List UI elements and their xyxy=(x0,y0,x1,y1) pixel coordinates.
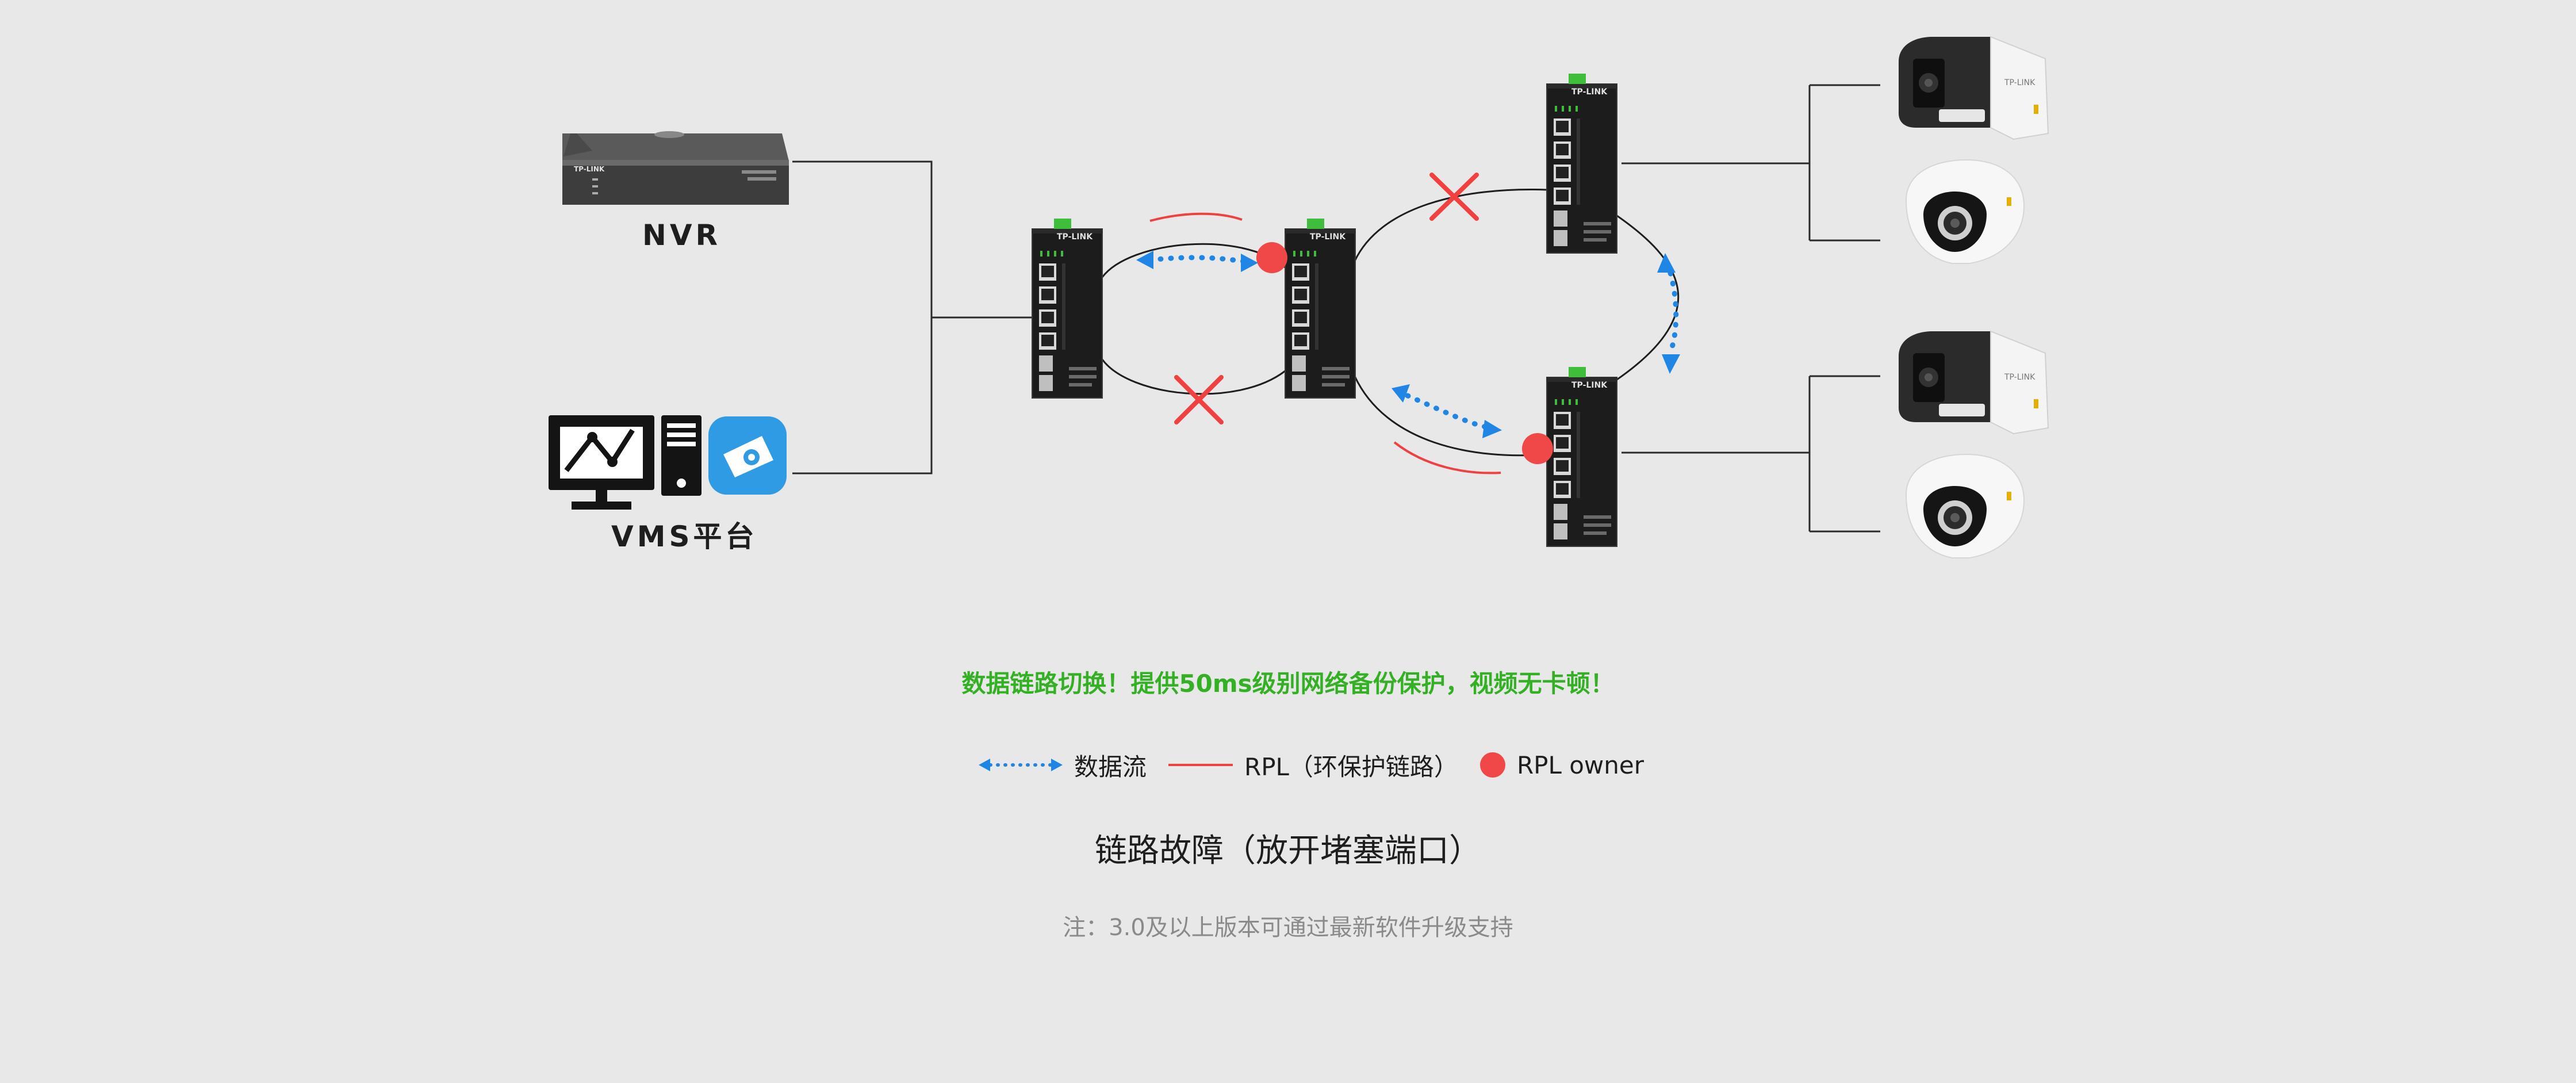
rpl-owner-dot xyxy=(1256,242,1287,273)
switch-brand-label: TP-LINK xyxy=(1571,381,1608,390)
wiring-lines xyxy=(792,84,1880,533)
switch-brand-label: TP-LINK xyxy=(1057,232,1093,242)
diagram-caption: 链路故障（放开堵塞端口） xyxy=(1095,832,1481,870)
nvr-brand-label: TP-LINK xyxy=(574,165,605,173)
switch-brand-label: TP-LINK xyxy=(1571,87,1608,97)
data-flow-arrows xyxy=(1136,251,1680,438)
ring-switch-bottom xyxy=(1546,366,1617,547)
legend: 数据流 RPL（环保护链路） RPL owner xyxy=(977,748,1665,782)
data-flow-arrow-icon xyxy=(979,759,1063,771)
legend-label-data-flow: 数据流 xyxy=(1074,752,1147,781)
ring-switch-top xyxy=(1546,73,1617,254)
legend-item-rpl: RPL（环保护链路） xyxy=(1167,748,1458,783)
legend-item-data-flow: 数据流 xyxy=(977,748,1147,783)
footnote: 注：3.0及以上版本可通过最新软件升级支持 xyxy=(1063,914,1513,941)
ring-switch-left xyxy=(1032,218,1103,399)
rpl-line-icon xyxy=(1168,764,1233,766)
dome-camera-top xyxy=(1906,159,2025,264)
headline-text: 数据链路切换！提供50ms级别网络备份保护，视频无卡顿！ xyxy=(961,669,1615,698)
legend-label-rpl: RPL（环保护链路） xyxy=(1244,752,1458,781)
legend-item-rpl-owner: RPL owner xyxy=(1479,751,1644,779)
bullet-camera-top xyxy=(1898,36,2049,140)
rpl-owner-dot xyxy=(1522,433,1553,464)
ring-switch-middle xyxy=(1285,218,1356,399)
camera-brand-label: TP-LINK xyxy=(2004,373,2035,382)
rpl-arcs xyxy=(1149,212,1501,474)
vms-platform-icon xyxy=(549,415,787,510)
dome-camera-bottom xyxy=(1906,454,2025,558)
nvr-label: NVR xyxy=(642,219,722,252)
ring-links xyxy=(1101,189,1680,457)
bullet-camera-bottom xyxy=(1898,331,2049,434)
vms-platform-label: VMS平台 xyxy=(611,520,758,553)
camera-brand-label: TP-LINK xyxy=(2004,78,2035,87)
legend-label-rpl-owner: RPL owner xyxy=(1516,751,1644,779)
switch-brand-label: TP-LINK xyxy=(1310,232,1346,242)
rpl-owner-dot-icon xyxy=(1479,752,1505,778)
link-fault-cross-icon xyxy=(1174,173,1479,424)
nvr-device xyxy=(562,131,789,205)
